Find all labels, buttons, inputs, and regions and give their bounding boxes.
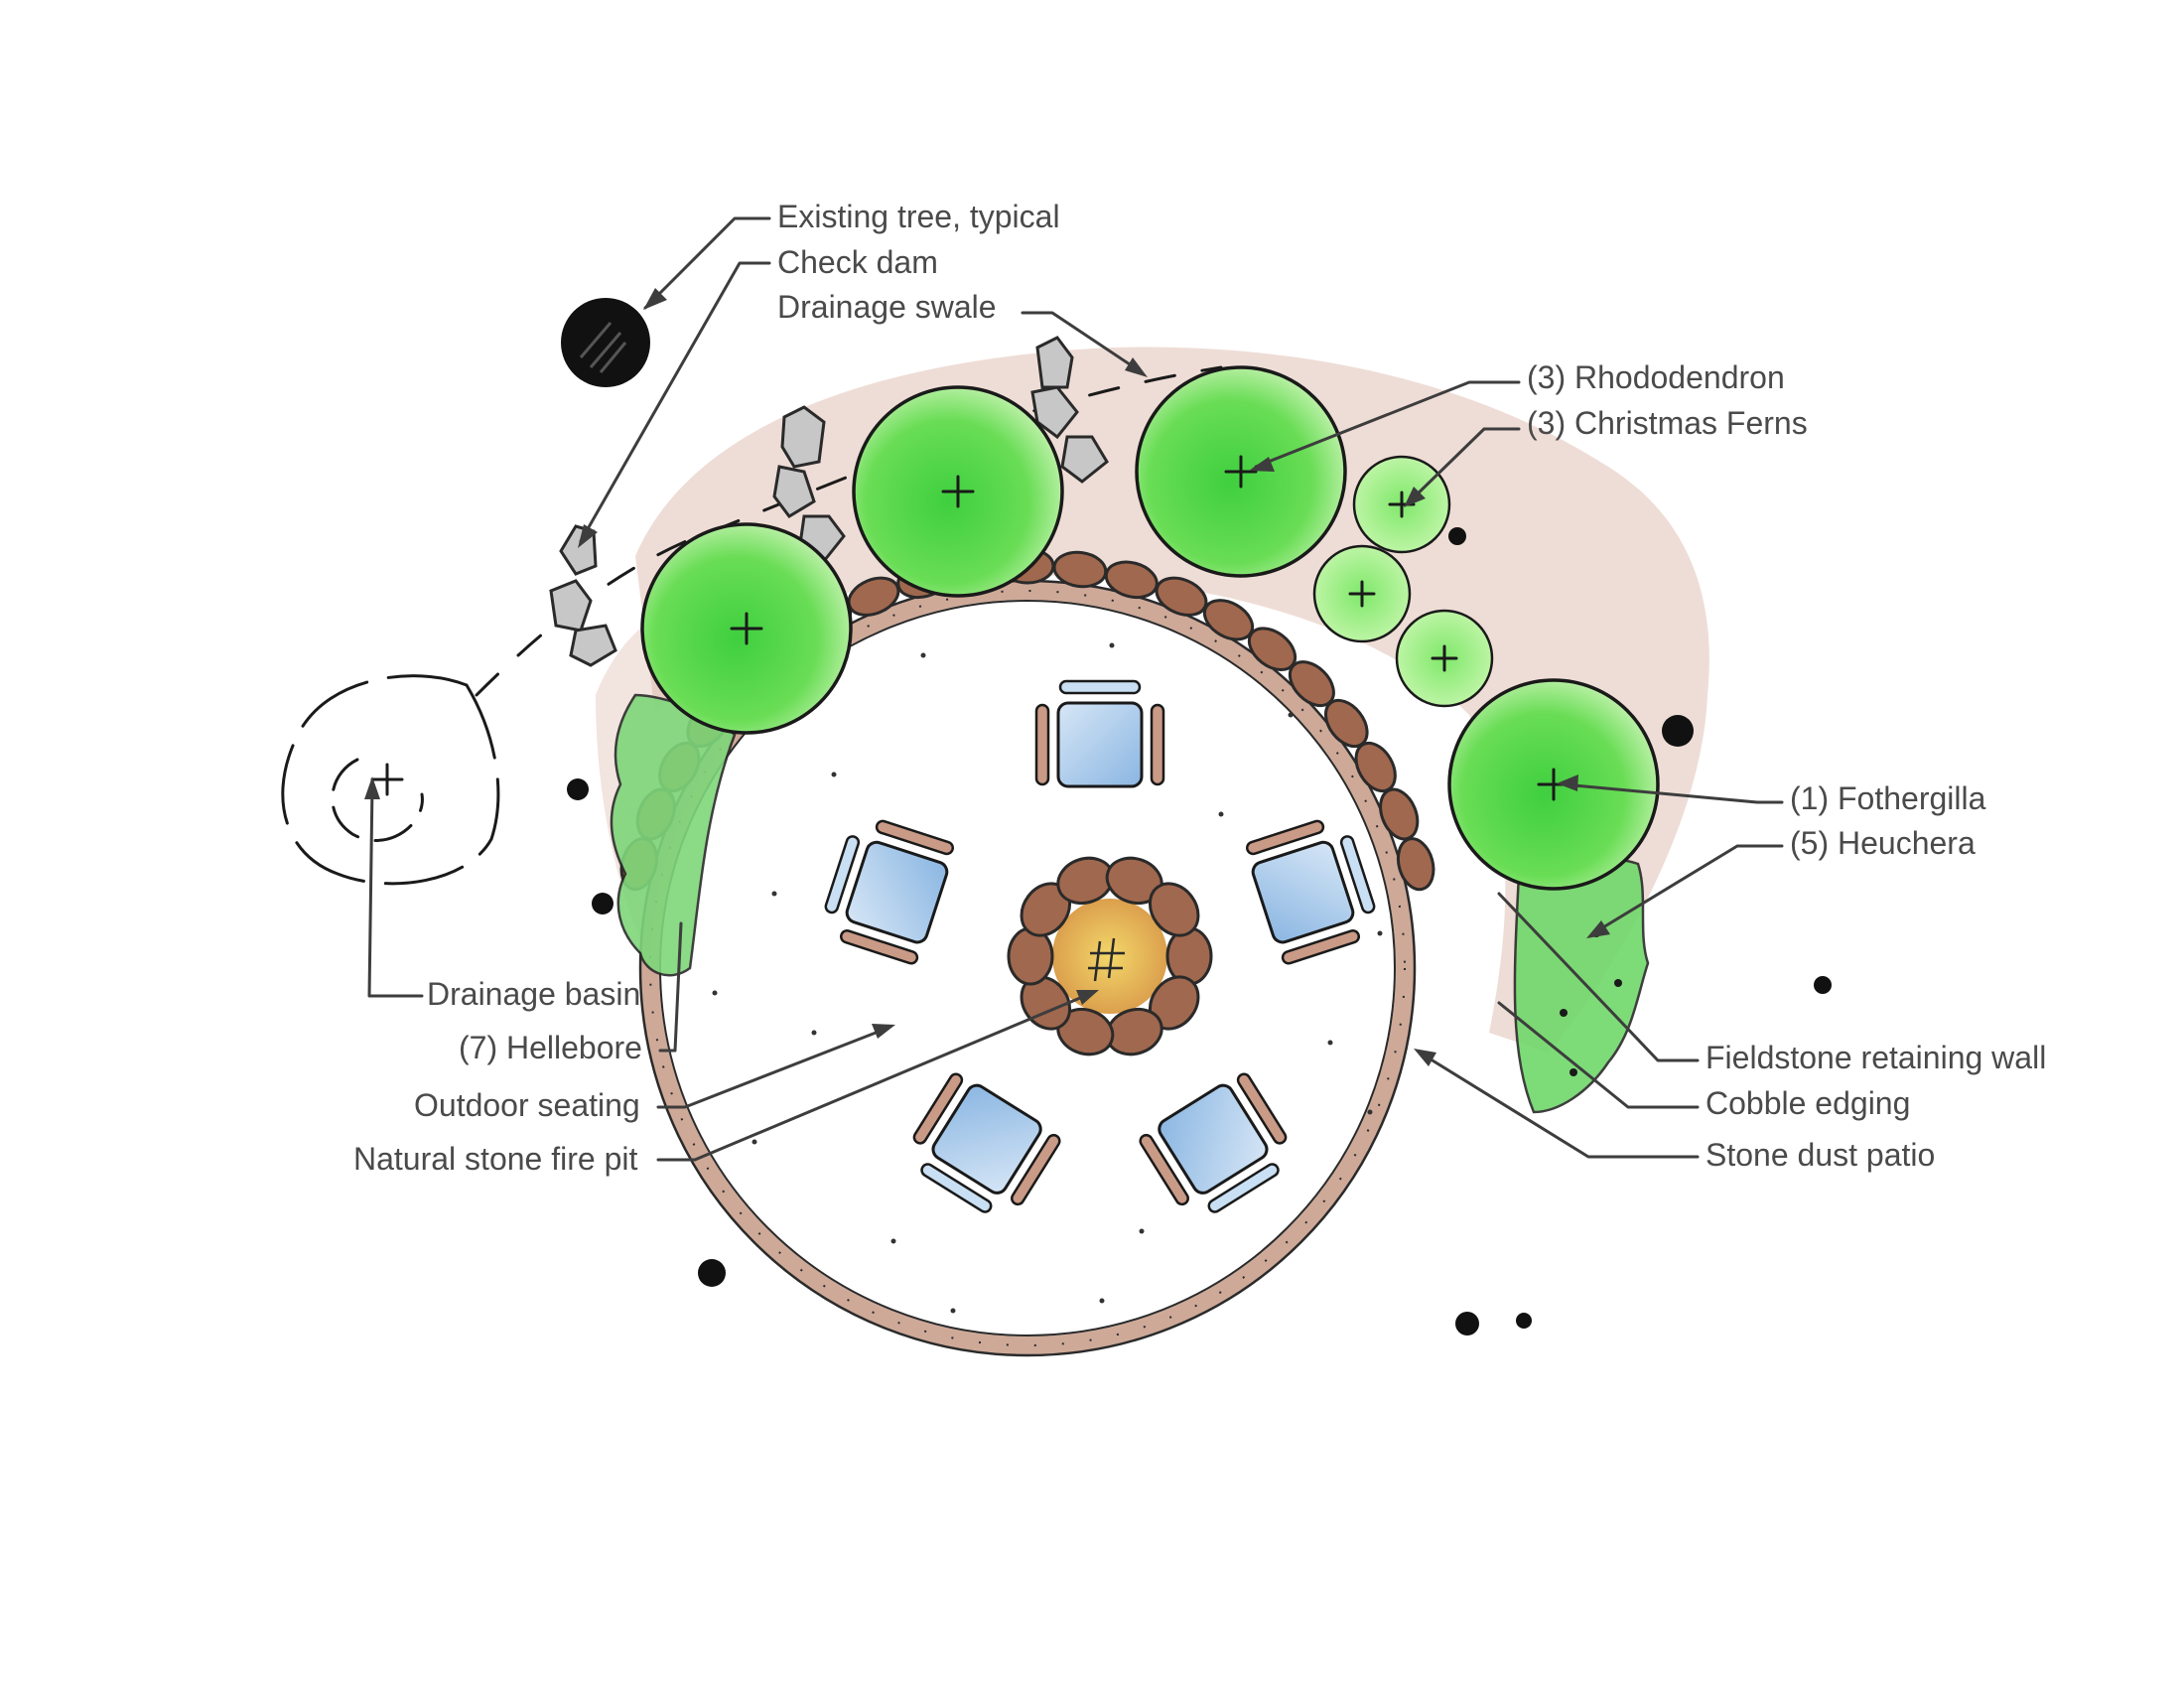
label-fieldstone-wall: Fieldstone retaining wall (1706, 1040, 2046, 1075)
chair (912, 1072, 1061, 1213)
heuchera-bed (1513, 856, 1650, 1114)
fire-pit-stone (1148, 882, 1200, 937)
rhododendron-shrub (852, 385, 1064, 598)
christmas-ferns (1312, 455, 1494, 708)
rhododendron-shrubs (640, 365, 1347, 735)
label-existing-tree: Existing tree, typical (777, 199, 1060, 234)
label-cobble-edging: Cobble edging (1706, 1085, 1910, 1121)
small-boulders (567, 527, 1832, 1336)
chair (1034, 679, 1165, 788)
outdoor-seating (824, 679, 1376, 1213)
label-hellebore: (7) Hellebore (459, 1030, 642, 1065)
label-drainage-swale: Drainage swale (777, 289, 997, 325)
chair (1245, 819, 1376, 965)
fieldstone (1396, 837, 1435, 892)
leader-lines (364, 216, 1784, 1162)
label-stone-dust-patio: Stone dust patio (1706, 1137, 1935, 1173)
check-dam (549, 336, 1109, 667)
existing-tree-symbol (561, 298, 650, 387)
label-outdoor-seating: Outdoor seating (414, 1087, 640, 1123)
rhododendron-shrub (640, 522, 853, 735)
natural-stone-fire-pit (1007, 856, 1213, 1056)
label-fothergilla: (1) Fothergilla (1790, 780, 1986, 816)
fire-pit-stone (1165, 926, 1213, 986)
fothergilla-shrub (1447, 678, 1660, 891)
fire-pit-stone (1007, 926, 1054, 986)
chair (824, 819, 955, 965)
label-drainage-basin: Drainage basin (427, 976, 640, 1012)
rhododendron-shrub (1135, 365, 1347, 578)
drainage-basin (281, 674, 500, 886)
label-rhododendron: (3) Rhododendron (1527, 359, 1785, 395)
label-christmas-ferns: (3) Christmas Ferns (1527, 405, 1808, 441)
label-check-dam: Check dam (777, 244, 938, 280)
chair (1139, 1072, 1288, 1213)
hellebore-bed (610, 693, 737, 977)
label-fire-pit: Natural stone fire pit (353, 1141, 637, 1177)
label-heuchera: (5) Heuchera (1790, 825, 1976, 861)
callout-labels: Existing tree, typical Check dam Drainag… (353, 199, 2046, 1177)
